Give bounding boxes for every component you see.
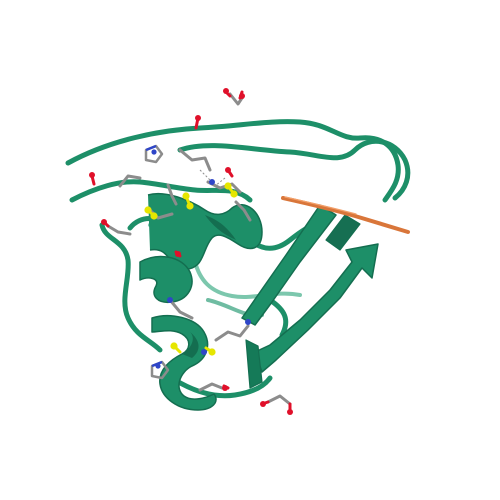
histidine-ring-1-n xyxy=(145,144,157,152)
side-chain-1 xyxy=(178,148,212,172)
side-chain-6 xyxy=(214,324,250,342)
helix-upper-shade xyxy=(205,215,236,240)
beta-strand-1 xyxy=(241,204,337,326)
nitrogen-atom xyxy=(151,149,157,155)
oxygen-atom xyxy=(101,219,107,225)
ligand-highlight xyxy=(284,196,357,215)
coil-bottom xyxy=(172,375,273,399)
beta-sheet xyxy=(241,204,379,389)
side-chain-7 xyxy=(198,382,224,392)
ligand-tube xyxy=(281,196,410,234)
sulfur-atom xyxy=(170,342,178,350)
ligand-peptide xyxy=(281,196,410,234)
beta-strand-4 xyxy=(325,214,361,251)
sulfur-atom xyxy=(208,348,216,356)
nitrogen-atom xyxy=(167,297,173,303)
coil-loops xyxy=(65,119,411,399)
oxygen-atom xyxy=(239,93,245,99)
coil-left-loop xyxy=(99,222,163,353)
beta-strand-2 xyxy=(254,243,379,373)
coil-top-arc xyxy=(65,119,401,203)
side-chain-10 xyxy=(106,224,132,236)
oxygen-atom xyxy=(223,88,229,94)
side-chain-5 xyxy=(168,298,194,320)
side-chain-9 xyxy=(266,394,292,406)
nitrogen-atom xyxy=(245,319,251,325)
oxygen-atom xyxy=(287,409,293,415)
coil-top-arc-2 xyxy=(177,138,411,201)
side-chain-12 xyxy=(234,200,252,222)
oxygen-atom xyxy=(222,385,228,391)
oxygen-atom xyxy=(89,172,95,178)
side-chain-11 xyxy=(166,183,178,206)
oxygen-atom xyxy=(225,167,231,173)
sulfur-atom xyxy=(144,206,152,214)
sulfur-atom xyxy=(182,192,190,200)
oxygen-atom xyxy=(195,115,201,121)
sulfur-atom xyxy=(224,182,232,190)
coil-left-strand xyxy=(69,179,253,203)
helix-lower-shade xyxy=(182,332,199,358)
sulfur-atom xyxy=(230,190,238,198)
atoms xyxy=(89,88,293,415)
sulfur-atom xyxy=(150,212,158,220)
nitrogen-atom xyxy=(201,349,207,355)
oxygen-atom xyxy=(260,401,266,407)
side-chain-4 xyxy=(118,174,142,188)
oxygen-atom xyxy=(175,251,181,257)
nitrogen-atom xyxy=(155,363,161,369)
coil-right-lower xyxy=(267,297,289,338)
nitrogen-atom xyxy=(209,179,215,185)
sulfur-atom xyxy=(186,202,194,210)
beta-strand-3 xyxy=(245,339,263,389)
alpha-helix xyxy=(139,193,263,411)
side-chain-8 xyxy=(228,92,244,106)
